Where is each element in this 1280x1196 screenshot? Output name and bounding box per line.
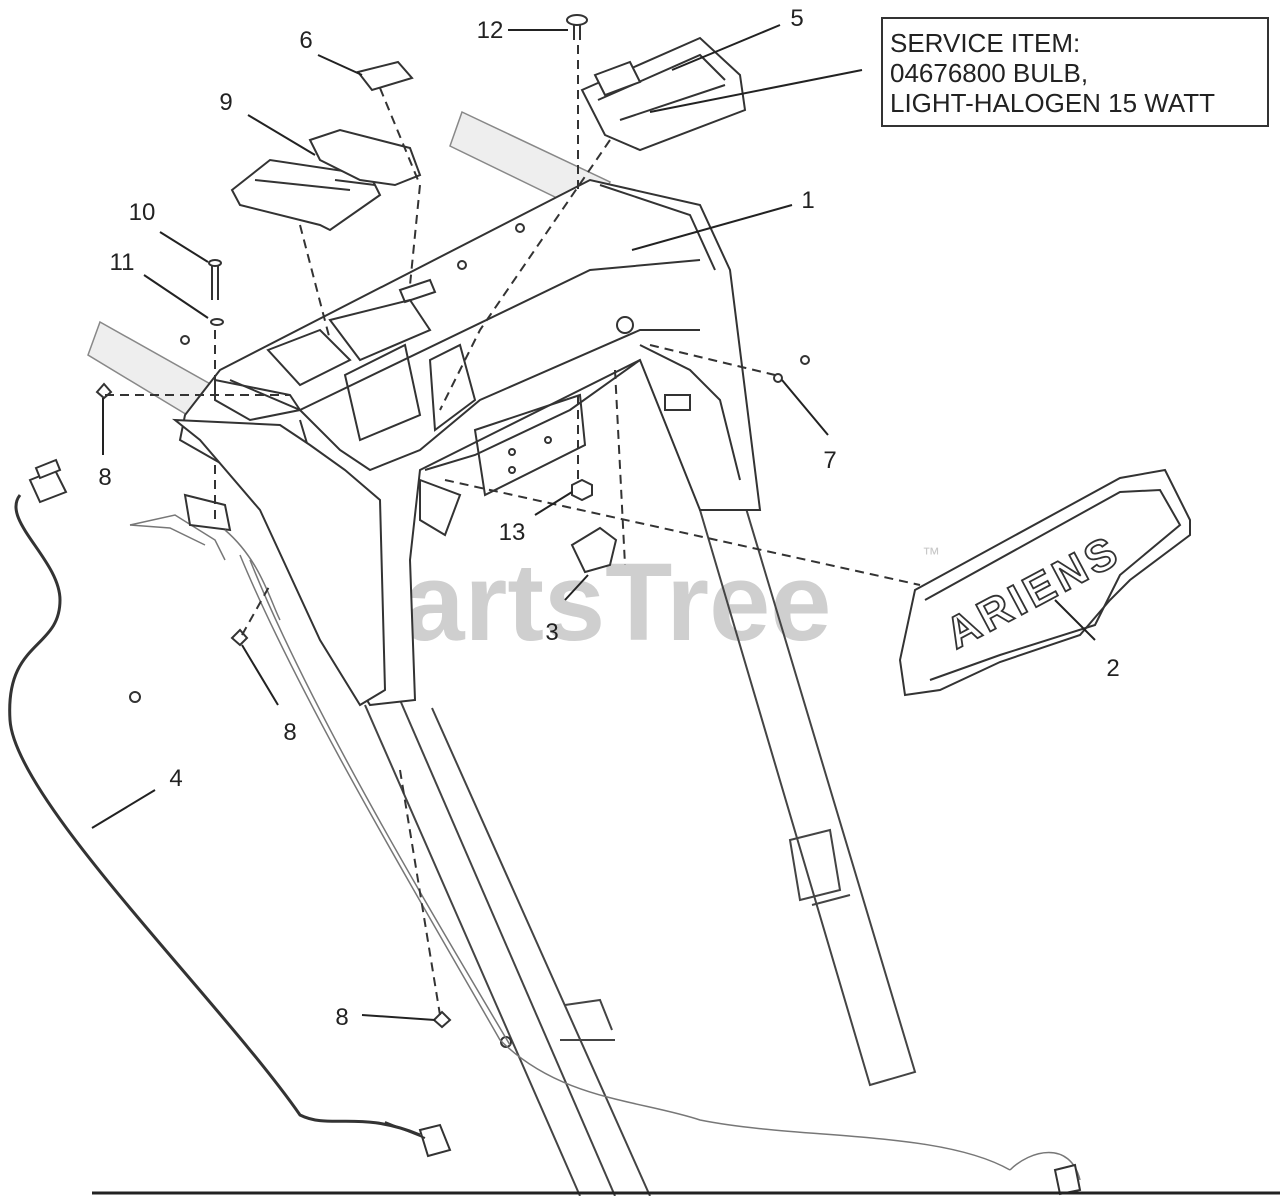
brake-lever	[129, 493, 1082, 1196]
callout-2: 2	[1106, 655, 1119, 682]
callout-8-bottom: 8	[335, 1004, 348, 1031]
callout-12: 12	[477, 17, 504, 44]
leader-lines	[91, 24, 1096, 1021]
callout-13: 13	[499, 519, 526, 546]
washer-11	[210, 318, 224, 326]
callout-8-mid: 8	[283, 719, 296, 746]
callout-9: 9	[219, 89, 232, 116]
clip-8-mid	[230, 628, 249, 647]
wire-harness	[8, 458, 452, 1158]
clip-8-top	[95, 382, 113, 400]
callout-6: 6	[299, 27, 312, 54]
watermark-tm: ™	[922, 544, 940, 564]
control-cover	[230, 128, 422, 232]
dash-panel	[171, 178, 762, 707]
nut-fasteners	[129, 335, 810, 1048]
handle-tube-right	[699, 504, 917, 1087]
callout-11: 11	[110, 249, 135, 276]
callout-10: 10	[129, 199, 156, 226]
callout-8-top: 8	[98, 464, 111, 491]
clip-8-bottom	[432, 1010, 452, 1029]
service-note-line-2: 04676800 BULB,	[890, 58, 1088, 88]
halogen-light	[580, 36, 747, 152]
service-note-box: SERVICE ITEM: 04676800 BULB, LIGHT-HALOG…	[881, 17, 1269, 127]
cover-plate	[570, 526, 618, 574]
screw-10	[208, 259, 222, 300]
ariens-badge: ARIENS	[898, 468, 1191, 697]
bolt-12	[566, 14, 588, 40]
handle-tube-left	[364, 699, 651, 1196]
callout-1: 1	[801, 187, 814, 214]
callout-3: 3	[545, 619, 558, 646]
small-cap	[356, 60, 414, 92]
callout-7: 7	[823, 447, 836, 474]
callout-5: 5	[790, 5, 803, 32]
assembly-guide-lines	[105, 45, 921, 1016]
nut-13	[571, 478, 593, 502]
callout-4: 4	[169, 765, 182, 792]
service-note-line-3: LIGHT-HALOGEN 15 WATT	[890, 88, 1215, 118]
service-note-line-1: SERVICE ITEM:	[890, 28, 1080, 58]
